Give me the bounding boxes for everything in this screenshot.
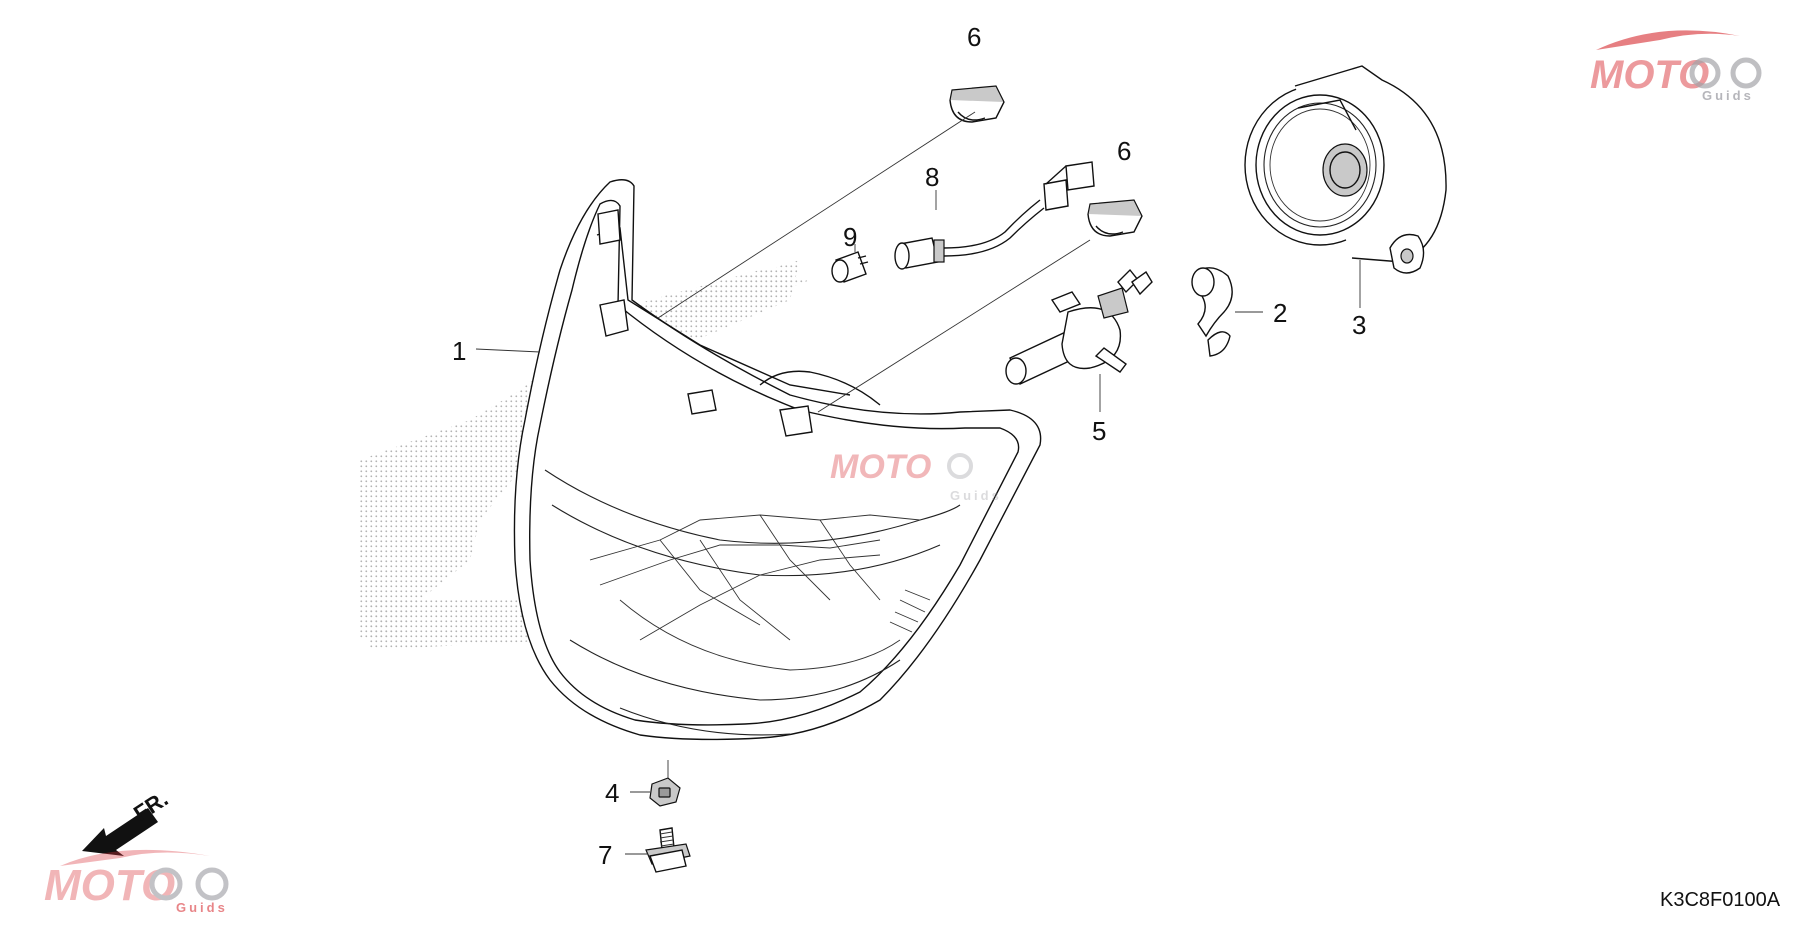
screw-7[interactable]: [645, 827, 691, 873]
callout-5: 5: [1092, 416, 1106, 446]
svg-text:MOTO: MOTO: [44, 861, 175, 910]
headlight-assembly[interactable]: [513, 179, 1042, 741]
watermark-brand: MOTO: [1590, 53, 1709, 97]
rubber-cap-2[interactable]: [1191, 267, 1233, 357]
svg-text:Guids: Guids: [950, 488, 1002, 503]
gear-icon: [1689, 57, 1721, 89]
socket-wire-8[interactable]: [894, 161, 1095, 270]
front-direction-indicator: FR.: [82, 786, 172, 856]
arrow-front-icon: [82, 808, 158, 856]
leader-lines: [475, 111, 1361, 855]
callouts: 1 2 3 4 5 6 6 7 8 9: [452, 22, 1366, 870]
callout-8: 8: [925, 162, 939, 192]
callout-1: 1: [452, 336, 466, 366]
watermark-bottom-left: MOTO Guids: [44, 849, 229, 915]
clip-6-upper[interactable]: [949, 85, 1005, 123]
clip-6-lower[interactable]: [1087, 199, 1143, 237]
callout-6-lower: 6: [1117, 136, 1131, 166]
nut-4[interactable]: [649, 777, 681, 807]
bulb-9[interactable]: [831, 251, 869, 283]
svg-text:MOTO: MOTO: [830, 448, 931, 486]
watermark-sub: Guids: [1702, 88, 1754, 103]
callout-7: 7: [598, 840, 612, 870]
callout-9: 9: [843, 222, 857, 252]
bulb-5[interactable]: [1005, 268, 1153, 385]
callout-6-upper: 6: [967, 22, 981, 52]
headlight-case-3[interactable]: [1244, 65, 1447, 274]
callout-3: 3: [1352, 310, 1366, 340]
callout-2: 2: [1273, 298, 1287, 328]
drawing-code: K3C8F0100A: [1660, 889, 1781, 911]
watermark-top-right: MOTO Guids: [1590, 30, 1762, 103]
callout-4: 4: [605, 778, 619, 808]
watermark-center: MOTO Guids: [830, 448, 1002, 503]
svg-text:Guids: Guids: [176, 900, 228, 915]
